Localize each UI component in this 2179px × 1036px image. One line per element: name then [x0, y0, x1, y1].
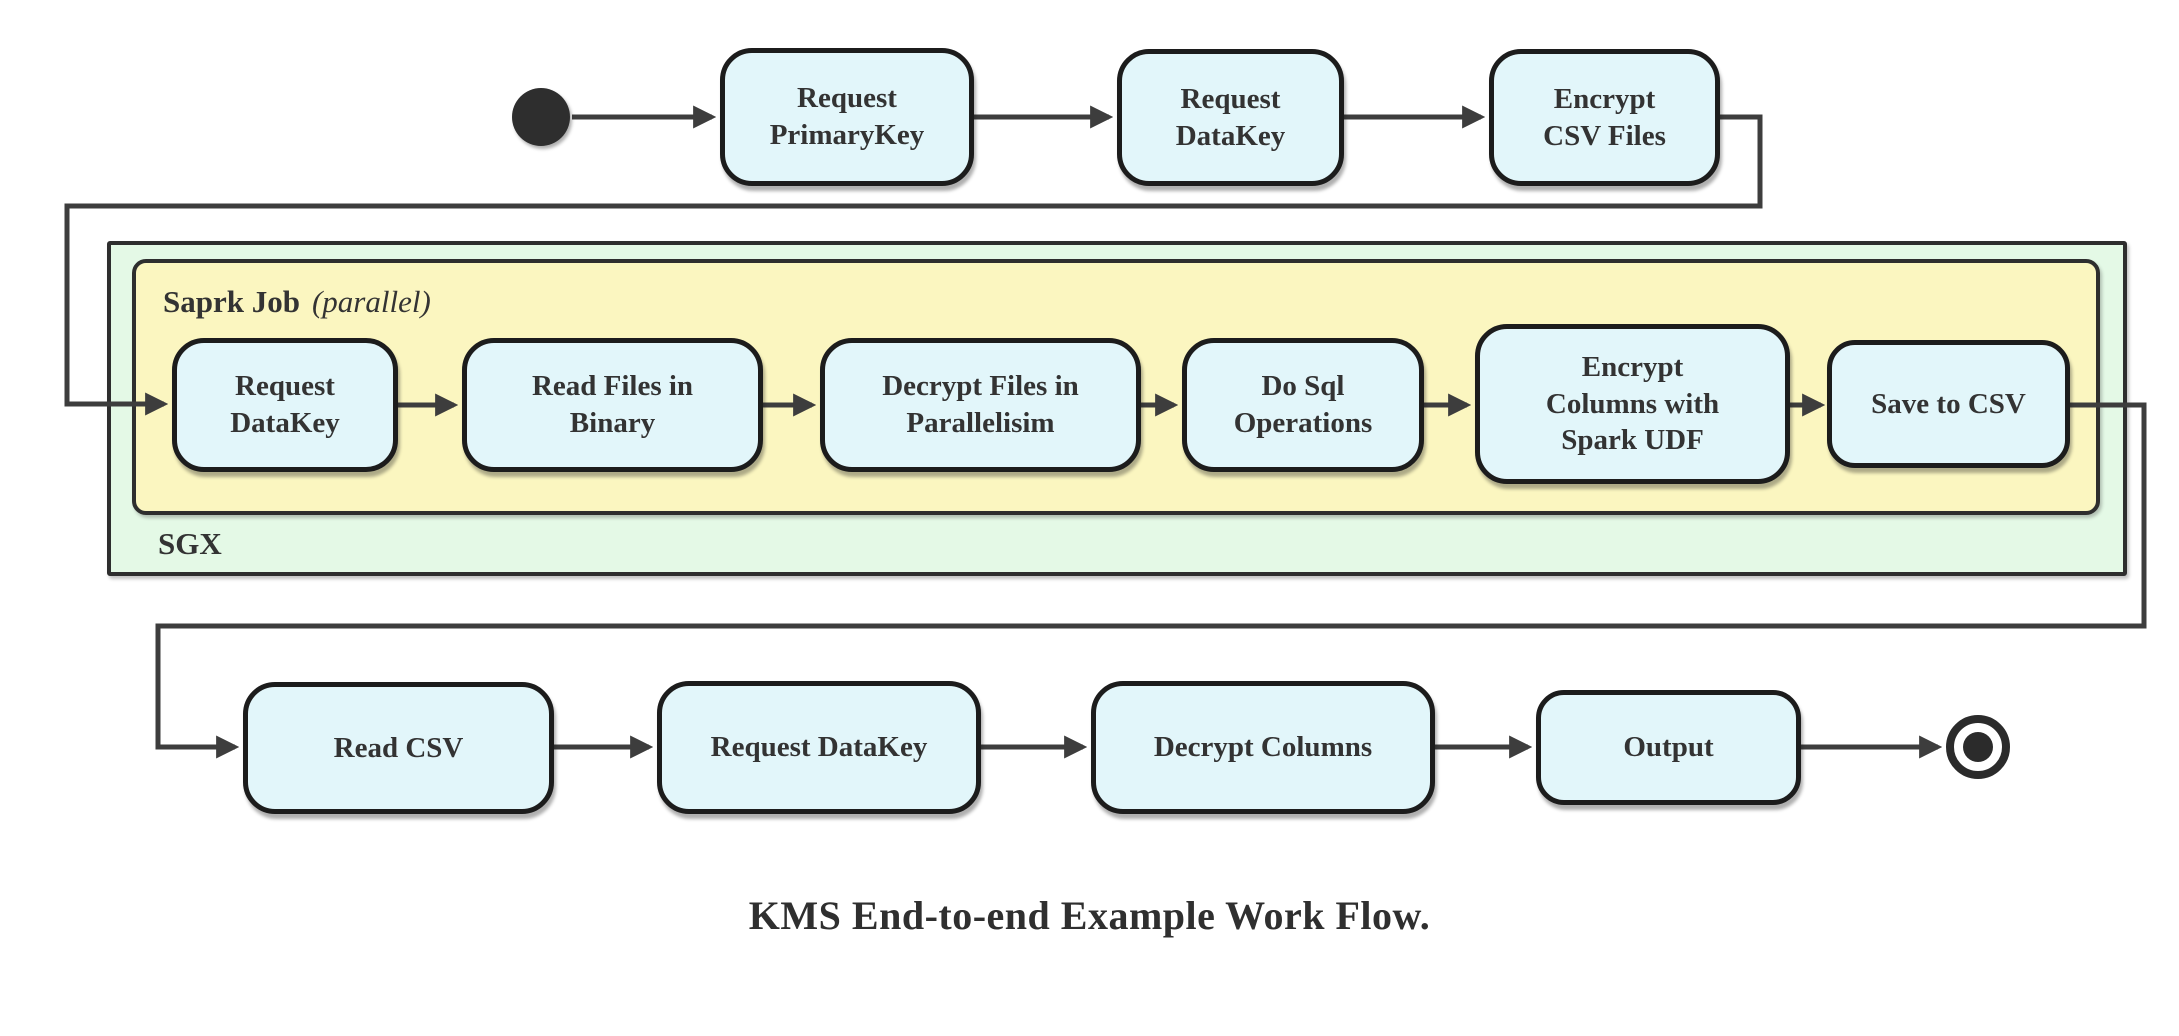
node-encrypt-columns-with-spark-udf: Encrypt Columns with Spark UDF — [1475, 324, 1790, 484]
spark-job-label-text: Saprk Job — [163, 284, 300, 319]
sgx-container-label: SGX — [158, 526, 222, 561]
node-request-datakey-top: Request DataKey — [1117, 49, 1344, 186]
node-do-sql-operations: Do Sql Operations — [1182, 338, 1424, 472]
diagram-caption: KMS End-to-end Example Work Flow. — [748, 893, 1431, 938]
node-request-primarykey: Request PrimaryKey — [720, 48, 974, 186]
final-state-inner-dot — [1963, 732, 1993, 762]
node-decrypt-files-in-parallelisim: Decrypt Files in Parallelisim — [820, 338, 1141, 472]
node-save-to-csv: Save to CSV — [1827, 340, 2070, 468]
node-sgx-request-datakey: Request DataKey — [172, 338, 398, 472]
node-read-files-in-binary: Read Files in Binary — [462, 338, 763, 472]
node-request-datakey-bottom: Request DataKey — [657, 681, 981, 814]
node-output: Output — [1536, 690, 1801, 805]
node-read-csv: Read CSV — [243, 682, 554, 814]
node-decrypt-columns: Decrypt Columns — [1091, 681, 1435, 814]
spark-job-container-label: Saprk Job (parallel) — [163, 284, 431, 320]
initial-state-icon — [512, 88, 570, 146]
spark-job-parallel-qualifier: (parallel) — [311, 284, 431, 319]
node-encrypt-csv-files: Encrypt CSV Files — [1489, 49, 1720, 186]
final-state-icon — [1946, 715, 2010, 779]
